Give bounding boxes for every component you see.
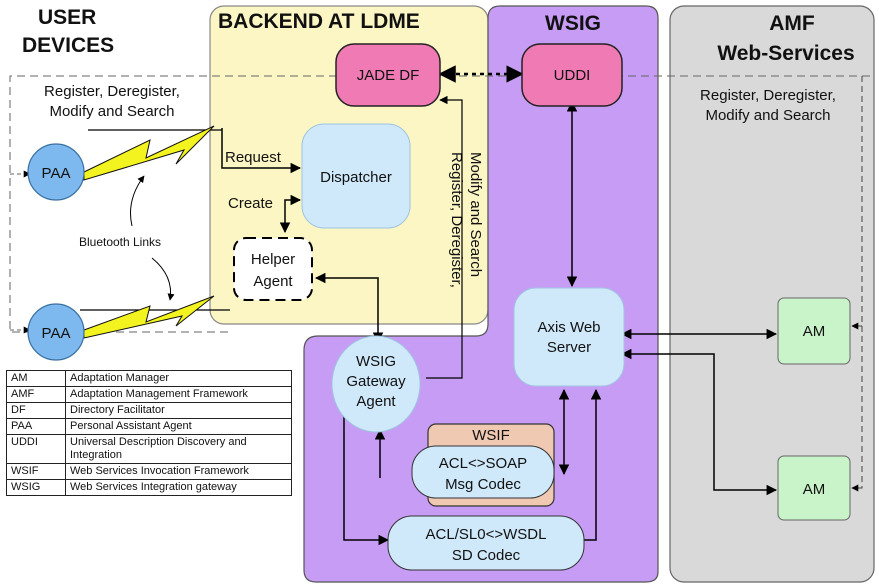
bluetooth-pointer-top: [130, 175, 145, 227]
glossary-abbr: AMF: [6, 386, 66, 403]
acl-soap-label-2: Msg Codec: [445, 476, 521, 493]
uddi-node: [521, 43, 623, 107]
amf-title: AMF: [769, 12, 815, 35]
user-devices-title-2: DEVICES: [22, 34, 114, 57]
glossary-abbr: AM: [6, 370, 66, 387]
dispatcher-node: [301, 123, 411, 229]
acl-wsdl-label-2: SD Codec: [452, 547, 521, 564]
dispatcher-register-link: [426, 95, 463, 379]
glossary-definition: Directory Facilitator: [65, 402, 292, 419]
helper-agent-label-2: Agent: [253, 273, 293, 290]
axis-web-server-node: [513, 287, 625, 387]
uddi-label: UDDI: [554, 67, 591, 84]
wsig-gateway-label-3: Agent: [356, 393, 396, 410]
wsdl-axis-link: [584, 388, 602, 541]
dispatcher-label: Dispatcher: [320, 169, 392, 186]
acl-soap-codec-node: [411, 445, 555, 499]
glossary-definition: Adaptation Manager: [65, 370, 292, 387]
axis-web-server-label-2: Server: [547, 339, 591, 356]
am-top-node: [777, 297, 851, 365]
jade-df-label: JADE DF: [357, 67, 420, 84]
register-label-left-2: Modify and Search: [49, 103, 174, 120]
register-label-right-2: Modify and Search: [705, 107, 830, 124]
glossary-abbr: WSIG: [6, 479, 66, 496]
paa-top-node: [27, 143, 85, 201]
bluetooth-pointer-bottom: [151, 257, 175, 301]
amf-title-2: Web-Services: [717, 42, 854, 65]
glossary-definition: Personal Assistant Agent: [65, 418, 292, 435]
glossary-definition: Adaptation Management Framework: [65, 386, 292, 403]
acl-soap-label: ACL<>SOAP: [439, 455, 527, 472]
paa-bottom-node: [27, 303, 85, 361]
register-label-vertical: Register, Deregister,: [448, 152, 465, 288]
am-top-label: AM: [803, 323, 826, 340]
wsig-gateway-label-2: Gateway: [346, 373, 406, 390]
helper-agent-node: [233, 237, 313, 301]
wsig-title: WSIG: [545, 12, 601, 35]
helper-gateway-link: [314, 272, 384, 344]
register-label-right: Register, Deregister,: [700, 87, 836, 104]
axis-am-bottom-link: [620, 348, 778, 496]
paa-top-label: PAA: [42, 165, 71, 182]
glossary-abbr: WSIF: [6, 463, 66, 480]
jade-df-node: [335, 43, 441, 107]
register-label-vertical-2: Modify and Search: [467, 152, 484, 277]
helper-agent-label: Helper: [251, 251, 295, 268]
request-label: Request: [225, 149, 282, 166]
wsif-label: WSIF: [472, 427, 510, 444]
am-bottom-node: [777, 455, 851, 521]
register-label-left: Register, Deregister,: [44, 83, 180, 100]
gateway-wsdl-link: [338, 398, 390, 546]
acl-wsdl-codec-node: [387, 515, 585, 571]
request-link: [221, 128, 302, 174]
bluetooth-lightning-top: [83, 125, 215, 181]
wsig-gateway-label-1: WSIG: [356, 353, 396, 370]
create-link: [279, 194, 302, 234]
paa-bottom-label: PAA: [42, 325, 71, 342]
axis-web-server-label: Axis Web: [537, 319, 600, 336]
bluetooth-label: Bluetooth Links: [79, 235, 161, 249]
glossary-definition: Web Services Invocation Framework: [65, 463, 292, 480]
acl-wsdl-label: ACL/SL0<>WSDL: [426, 526, 547, 543]
user-devices-title: USER: [38, 6, 96, 29]
glossary-abbr: UDDI: [6, 434, 66, 464]
backend-title: BACKEND AT LDME: [218, 10, 420, 33]
glossary-abbr: PAA: [6, 418, 66, 435]
wsig-gateway-agent-node: [331, 335, 421, 433]
glossary-definition: Web Services Integration gateway: [65, 479, 292, 496]
glossary-abbr: DF: [6, 402, 66, 419]
amf-am-bottom-feed: [851, 326, 863, 492]
create-label: Create: [228, 195, 273, 212]
bluetooth-lightning-bottom: [83, 295, 215, 339]
am-bottom-label: AM: [803, 481, 826, 498]
glossary-definition: Universal Description Discovery and Inte…: [65, 434, 292, 464]
